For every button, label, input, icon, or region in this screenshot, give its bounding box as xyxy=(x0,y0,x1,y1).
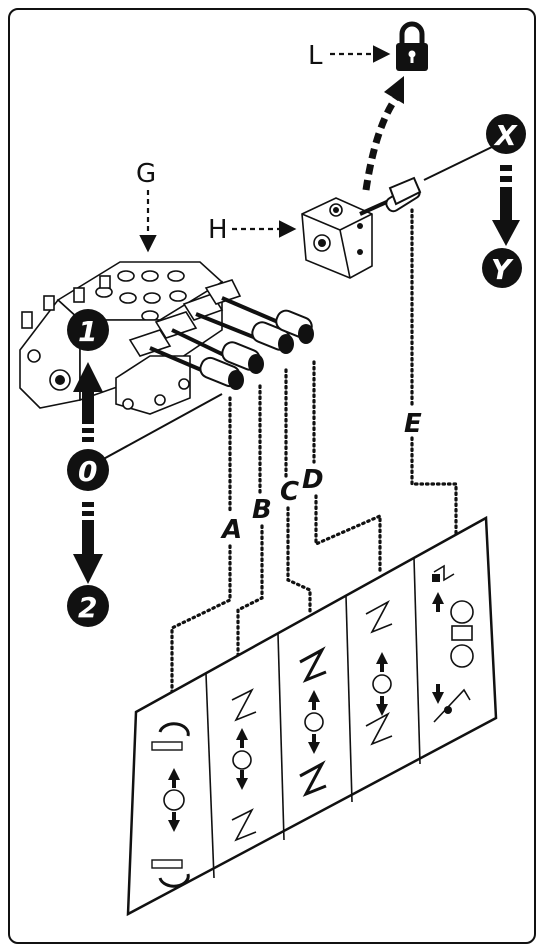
lever-zero-leader xyxy=(97,393,223,463)
decal-column-e xyxy=(432,564,474,723)
valve-bank-g xyxy=(19,261,242,415)
lever-a xyxy=(149,346,244,390)
control-decal xyxy=(126,515,498,917)
lock-motion-arrow xyxy=(362,76,404,191)
dotted-leaders xyxy=(170,208,458,702)
decal-column-b xyxy=(231,688,257,842)
position-y-badge: Y xyxy=(482,248,522,288)
svg-text:1: 1 xyxy=(78,315,97,348)
arrow-down-icon xyxy=(492,165,520,246)
label-l: L xyxy=(308,41,323,71)
label-d: D xyxy=(302,465,324,495)
arrow-down-icon xyxy=(73,502,103,584)
decal-column-c xyxy=(299,646,327,797)
label-c: C xyxy=(280,477,299,507)
position-0-badge: 0 xyxy=(67,449,109,491)
position-2-badge: 2 xyxy=(67,585,109,627)
decal-column-d xyxy=(365,600,393,746)
label-h: H xyxy=(208,215,228,245)
decal-column-a xyxy=(151,722,190,888)
position-1-badge: 1 xyxy=(67,309,109,351)
svg-text:Y: Y xyxy=(491,253,514,286)
lever-b xyxy=(171,328,264,374)
lever-d xyxy=(221,296,314,344)
svg-text:0: 0 xyxy=(78,455,97,488)
diagram-frame xyxy=(8,8,536,944)
label-a: A xyxy=(220,515,242,545)
svg-text:X: X xyxy=(493,119,518,152)
lock-icon xyxy=(396,21,428,71)
label-e: E xyxy=(404,409,422,439)
selector-valve-h xyxy=(301,176,422,279)
lever-x-leader xyxy=(423,145,495,181)
label-b: B xyxy=(252,495,272,525)
position-x-badge: X xyxy=(486,114,526,154)
svg-text:2: 2 xyxy=(78,591,97,624)
arrow-up-icon xyxy=(73,362,103,442)
label-g: G xyxy=(136,159,156,189)
